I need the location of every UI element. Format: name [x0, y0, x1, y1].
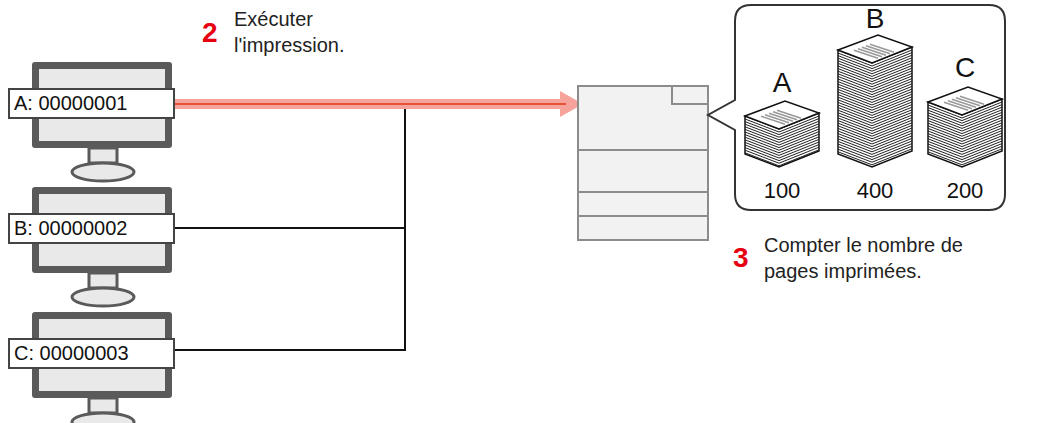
stack-letter: B: [845, 3, 905, 35]
paper-stack: [745, 101, 819, 167]
printer: [578, 86, 708, 240]
callout-bubble: A BC 100 400 200: [735, 5, 1005, 210]
computer-monitor: [32, 62, 172, 181]
stack-letter: C: [935, 52, 995, 84]
network-wire: [175, 104, 405, 350]
page-count: 400: [845, 178, 905, 204]
computer-id: A: 00000001: [14, 92, 127, 114]
computer-id-box: A: 00000001: [8, 88, 175, 119]
computer-id-box: C: 00000003: [8, 338, 175, 369]
network-wire: [175, 227, 405, 229]
paper-stack: [838, 35, 912, 167]
computer-id: C: 00000003: [14, 342, 129, 364]
computer-id: B: 00000002: [14, 217, 127, 239]
paper-stack: [928, 87, 1002, 167]
step-number: 2: [202, 18, 232, 48]
step-text: Compter le nombre de pages imprimées.: [764, 232, 989, 284]
computer-monitor: [32, 187, 172, 306]
computer-id-box: B: 00000002: [8, 213, 175, 244]
print-arrow: [175, 91, 583, 117]
stack-letter: A: [752, 67, 812, 99]
step-text: Exécuter l'impression.: [234, 6, 369, 58]
step-number: 3: [733, 243, 763, 273]
page-count: 200: [935, 178, 995, 204]
print-arrow-line: [175, 103, 566, 105]
page-count: 100: [752, 178, 812, 204]
